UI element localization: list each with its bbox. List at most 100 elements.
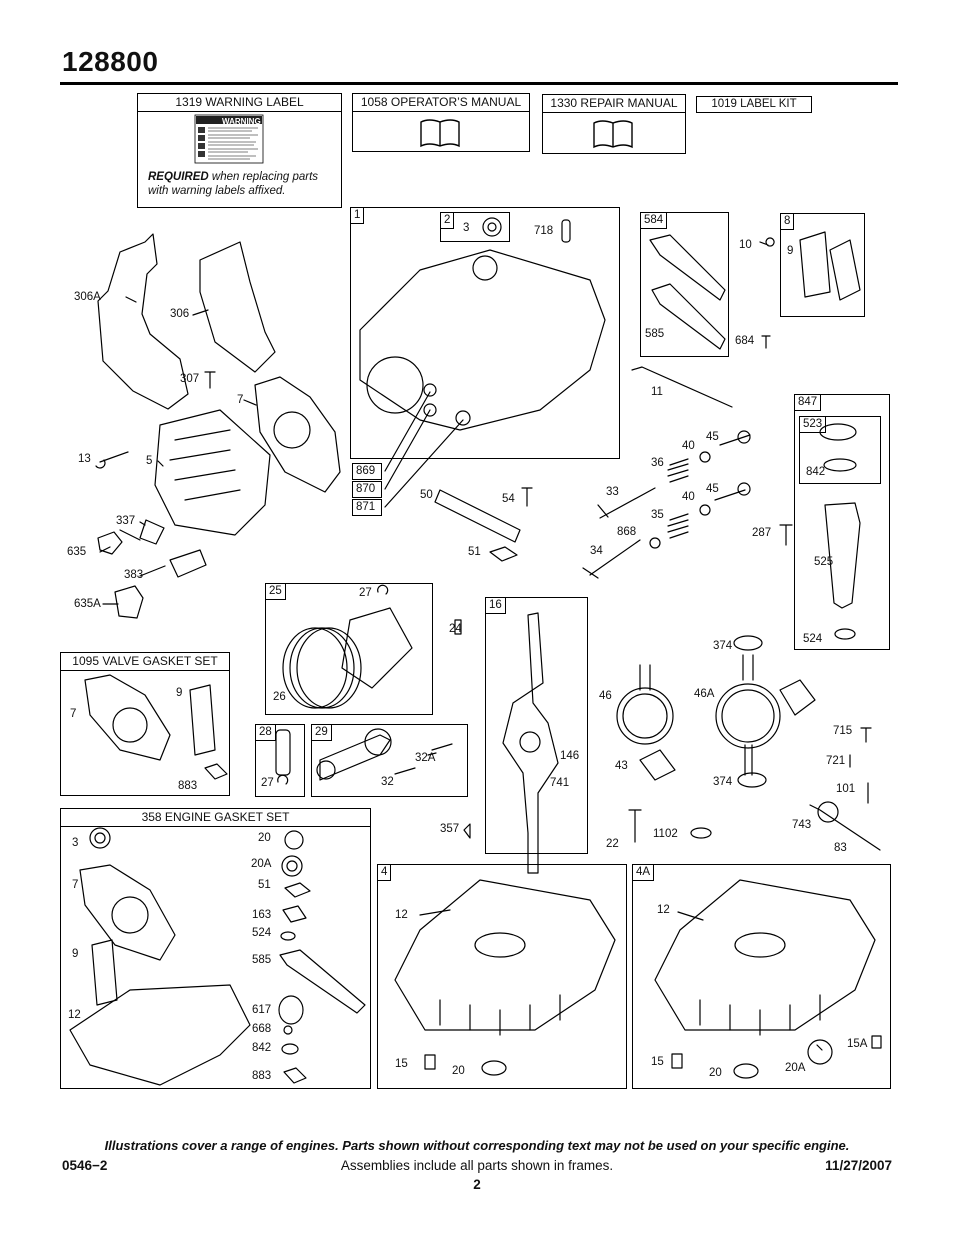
callout-715: 715 bbox=[833, 725, 853, 737]
spring-35 bbox=[667, 513, 689, 539]
eg-gasket-51 bbox=[284, 882, 311, 898]
warning-word: WARNING bbox=[222, 117, 261, 126]
callout-7: 7 bbox=[237, 394, 244, 406]
required-note: REQUIRED when replacing parts with warni… bbox=[148, 170, 338, 198]
vg-callout-7: 7 bbox=[70, 708, 77, 720]
title-rule bbox=[60, 82, 898, 85]
callout-83: 83 bbox=[834, 842, 847, 854]
governor-43 bbox=[639, 749, 676, 781]
callout-26: 26 bbox=[273, 691, 286, 703]
callout-337: 337 bbox=[116, 515, 136, 527]
screw-307 bbox=[204, 371, 216, 389]
frame-16-tab: 16 bbox=[485, 597, 506, 614]
callout-306: 306 bbox=[170, 308, 190, 320]
boot-635 bbox=[97, 531, 123, 555]
callout-383: 383 bbox=[124, 569, 144, 581]
callout-684: 684 bbox=[735, 335, 755, 347]
vg-head-gasket bbox=[84, 674, 171, 761]
piston bbox=[341, 607, 413, 689]
washer-374-top bbox=[733, 635, 763, 651]
eg-callout-20a: 20A bbox=[251, 858, 272, 870]
callout-287: 287 bbox=[752, 527, 772, 539]
callout-36: 36 bbox=[651, 457, 664, 469]
sump-4-frame bbox=[377, 864, 627, 1089]
gasket-584-lower bbox=[651, 283, 726, 350]
shield-306 bbox=[199, 241, 276, 373]
footer-date: 11/27/2007 bbox=[825, 1158, 892, 1173]
eg-ring-842 bbox=[281, 1043, 299, 1055]
callout-525: 525 bbox=[814, 556, 834, 568]
spark-plug bbox=[119, 519, 165, 545]
snap-ring-27 bbox=[377, 584, 389, 595]
camshaft-46-gear bbox=[616, 687, 674, 745]
frame-2-tab: 2 bbox=[440, 212, 455, 229]
frame-29-tab: 29 bbox=[311, 724, 332, 741]
eg-head-gasket bbox=[79, 864, 176, 961]
eg-sump-gasket bbox=[69, 984, 251, 1086]
callout-9: 9 bbox=[787, 245, 794, 257]
sump4-callout-20: 20 bbox=[452, 1065, 465, 1077]
sump4a-callout-15: 15 bbox=[651, 1056, 664, 1068]
cap-383 bbox=[169, 549, 207, 578]
eg-gasket-163 bbox=[282, 905, 307, 923]
eg-callout-585: 585 bbox=[252, 954, 272, 966]
plug-15-4a bbox=[671, 1053, 683, 1069]
callout-741: 741 bbox=[550, 777, 570, 789]
frame-871-tab: 871 bbox=[352, 499, 382, 516]
eg-ring-617 bbox=[278, 995, 304, 1025]
washer-374-bottom bbox=[737, 772, 767, 788]
vg-gasket-9 bbox=[189, 684, 216, 756]
callout-24: 24 bbox=[449, 623, 462, 635]
callout-46a: 46A bbox=[694, 688, 715, 700]
callout-32a: 32A bbox=[415, 752, 436, 764]
callout-45-lower: 45 bbox=[706, 483, 719, 495]
frame-1-tab: 1 bbox=[350, 207, 365, 224]
frame-4-tab: 4 bbox=[377, 864, 392, 881]
callout-357: 357 bbox=[440, 823, 460, 835]
callout-635a: 635A bbox=[74, 598, 101, 610]
frame-869-tab: 869 bbox=[352, 463, 382, 480]
sump-4 bbox=[394, 879, 616, 1031]
eg-callout-7: 7 bbox=[72, 879, 79, 891]
frame-584-tab: 584 bbox=[640, 212, 668, 229]
snap-ring-27b bbox=[277, 774, 289, 785]
plug-15 bbox=[424, 1054, 436, 1070]
o-ring-842 bbox=[823, 458, 857, 472]
seal-20-4a bbox=[733, 1063, 759, 1079]
frame-28-tab: 28 bbox=[255, 724, 276, 741]
eg-gasket-585 bbox=[279, 949, 366, 1014]
callout-50: 50 bbox=[420, 489, 433, 501]
cylinder-frame bbox=[350, 207, 620, 459]
valve-34 bbox=[582, 539, 641, 579]
callout-46: 46 bbox=[599, 690, 612, 702]
gasket-51 bbox=[489, 546, 518, 562]
sump-4a-frame bbox=[632, 864, 891, 1089]
bolt-22 bbox=[628, 809, 642, 843]
pin-24 bbox=[454, 619, 462, 635]
eg-callout-3: 3 bbox=[72, 837, 79, 849]
required-bold: REQUIRED bbox=[148, 171, 209, 183]
sump4-callout-12: 12 bbox=[395, 909, 408, 921]
bolt-715 bbox=[860, 727, 872, 743]
sump4a-callout-20a: 20A bbox=[785, 1062, 806, 1074]
callout-40-upper: 40 bbox=[682, 440, 695, 452]
callout-842: 842 bbox=[806, 466, 826, 478]
callout-146: 146 bbox=[560, 750, 580, 762]
callout-40-lower: 40 bbox=[682, 491, 695, 503]
callout-374-upper: 374 bbox=[713, 640, 733, 652]
vg-callout-883: 883 bbox=[178, 780, 198, 792]
tube-11 bbox=[631, 366, 733, 408]
callout-33: 33 bbox=[606, 486, 619, 498]
warning-label-header: 1319 WARNING LABEL bbox=[138, 94, 341, 112]
piston-rings bbox=[282, 627, 348, 709]
retainer-45a bbox=[719, 434, 751, 446]
boot-635a bbox=[114, 585, 144, 619]
head-gasket bbox=[254, 376, 341, 493]
seal-357 bbox=[463, 823, 471, 839]
screw-684 bbox=[761, 335, 771, 349]
piston-pin-frame bbox=[255, 724, 305, 797]
frame-4a-tab: 4A bbox=[632, 864, 655, 881]
o-ring-524 bbox=[834, 628, 856, 640]
